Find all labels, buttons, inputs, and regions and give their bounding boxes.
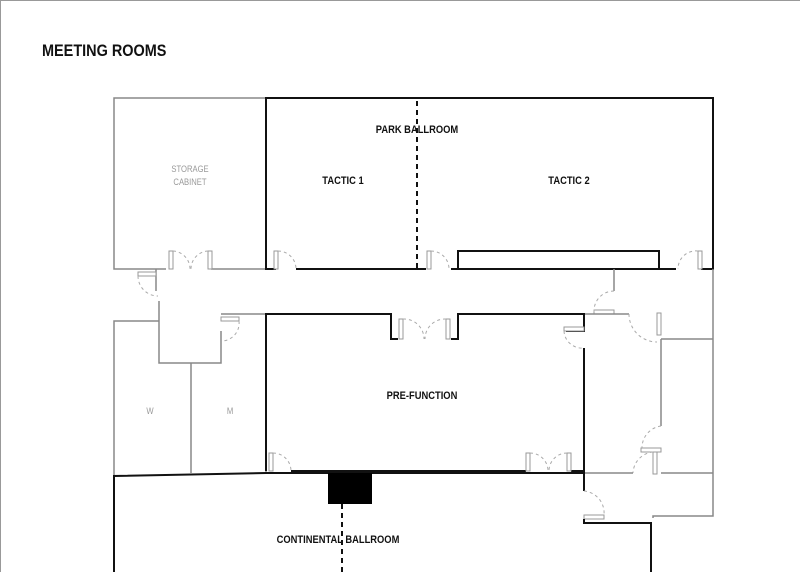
stage-block	[328, 473, 372, 504]
page-title: MEETING ROOMS	[42, 41, 167, 60]
room-label-pre-function: PRE-FUNCTION	[386, 390, 458, 402]
pre-function-walls	[265, 313, 605, 520]
room-label-w: W	[146, 406, 154, 416]
room-label-m: M	[226, 406, 234, 416]
room-label-storage-cabinet: STORAGE CABINET	[171, 163, 208, 189]
storage-cabinet-walls	[113, 97, 266, 270]
room-label-park-ballroom: PARK BALLROOM	[375, 124, 459, 136]
room-label-tactic-2: TACTIC 2	[548, 175, 590, 187]
storage-label-line2: CABINET	[173, 177, 207, 187]
continental-ballroom-walls	[113, 472, 652, 572]
restroom-walls	[113, 314, 267, 476]
room-label-tactic-1: TACTIC 1	[322, 175, 364, 187]
corridor-walls	[137, 269, 714, 518]
room-label-continental-ballroom: CONTINENTAL BALLROOM	[276, 534, 400, 546]
park-ballroom-walls	[265, 97, 714, 270]
storage-label-line1: STORAGE	[171, 164, 209, 174]
